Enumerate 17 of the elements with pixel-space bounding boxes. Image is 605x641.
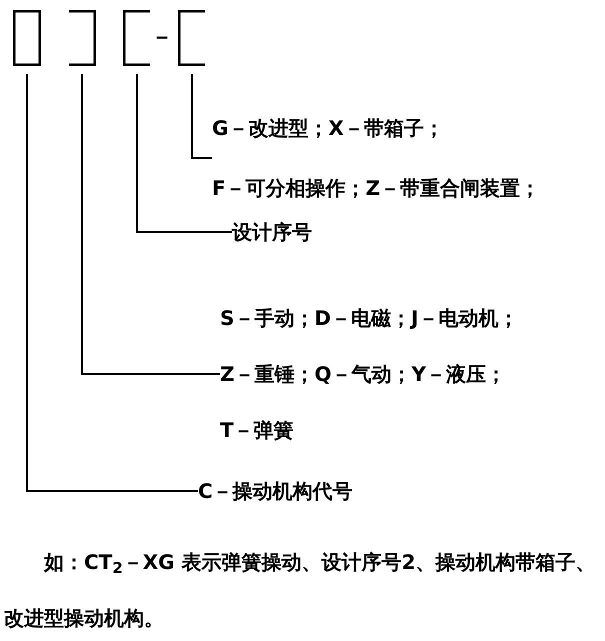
code-box <box>123 10 151 66</box>
code-description: F－可分相操作；Z－带重合闸装置； <box>212 175 540 201</box>
code-description: T－弹簧 <box>220 417 294 443</box>
connector-line <box>136 74 232 233</box>
code-description: Z－重锤；Q－气动；Y－液压； <box>220 361 506 387</box>
connector-line <box>191 74 212 159</box>
connector-line <box>81 74 220 375</box>
connector-line <box>26 74 198 492</box>
code-description: G－改进型；X－带箱子； <box>212 115 444 141</box>
code-description: 设计序号 <box>232 219 312 245</box>
example-caption: 如：CT$_{2}$－XG 表示弹簧操动、设计序号2、操动机构带箱子、改进型操动机构。 <box>4 549 596 632</box>
separator-dash: － <box>151 24 173 52</box>
code-description: S－手动；D－电磁；J－电动机； <box>220 305 518 331</box>
code-box <box>13 10 41 66</box>
code-box <box>178 10 206 66</box>
code-box <box>68 10 96 66</box>
code-description: C－操动机构代号 <box>198 478 353 504</box>
